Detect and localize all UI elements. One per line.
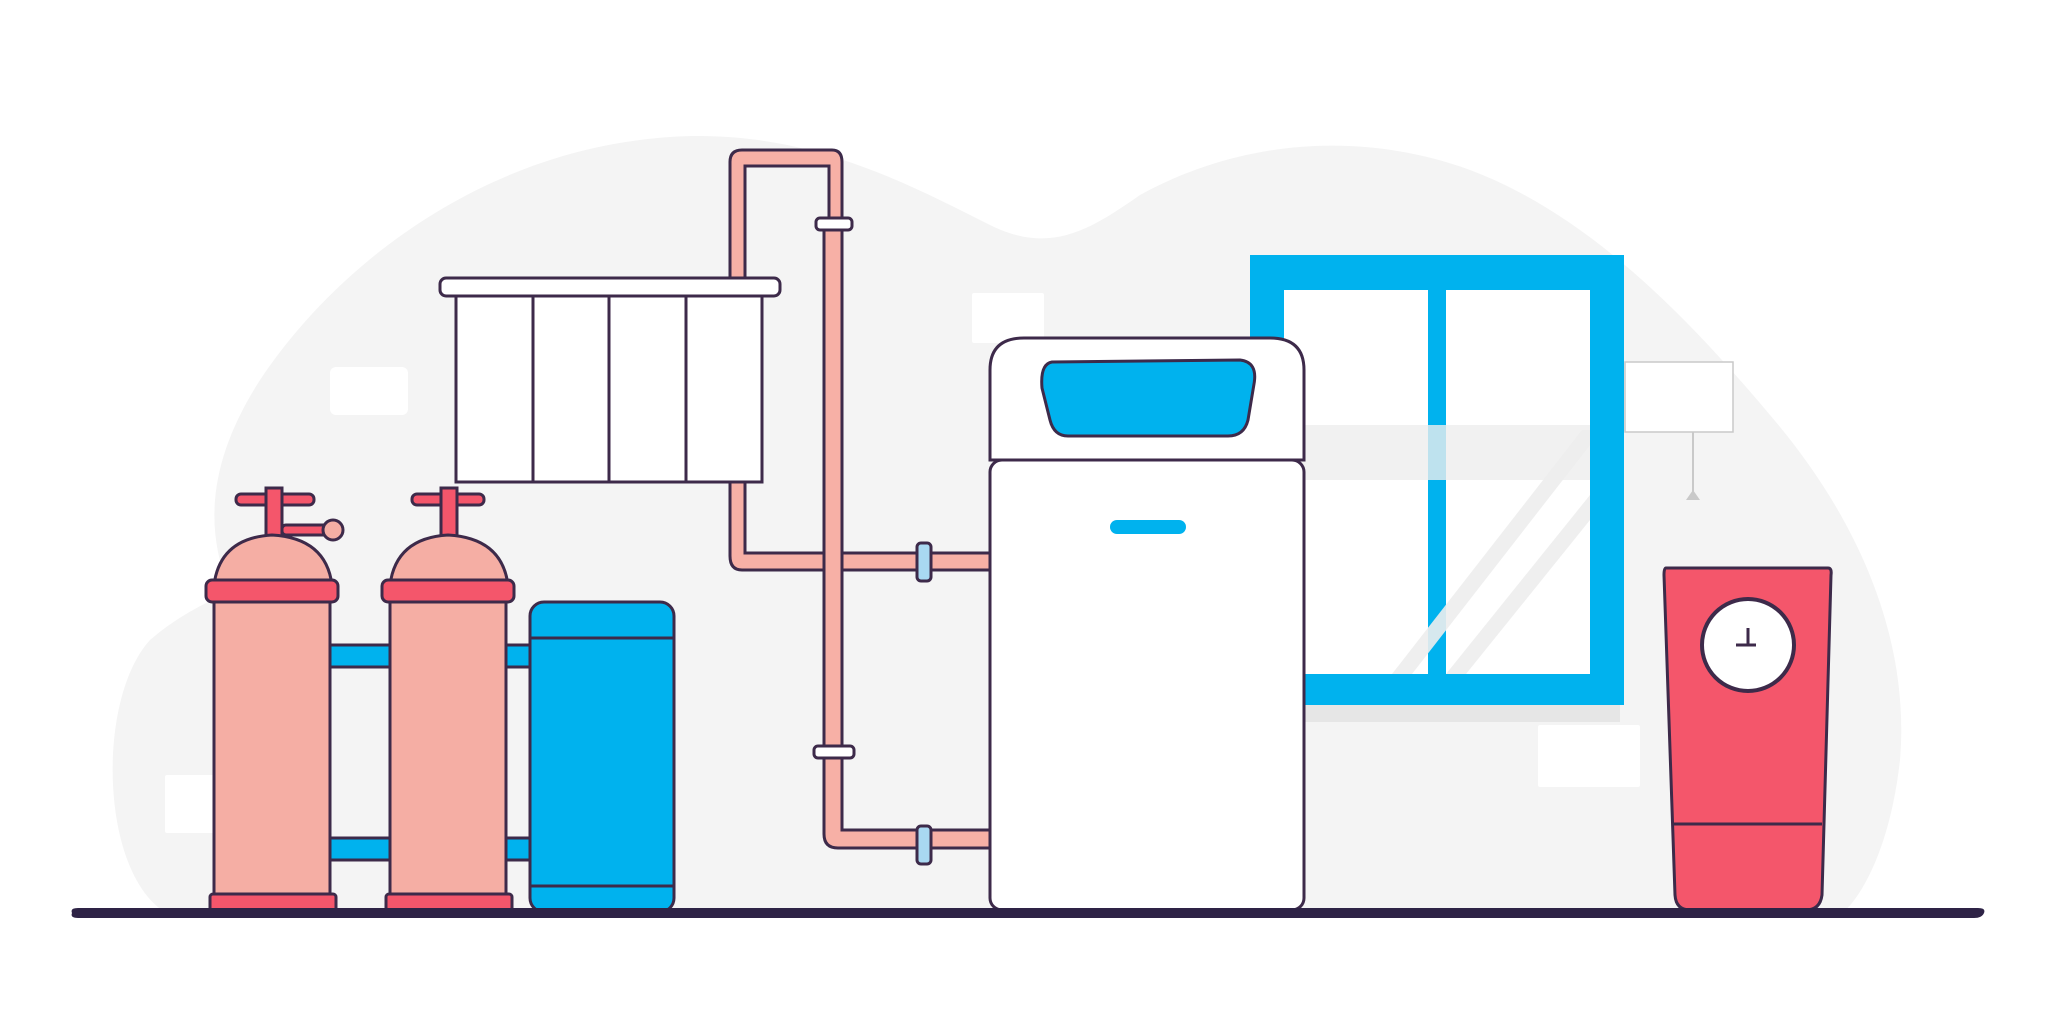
water-tank-icon [528, 600, 676, 914]
pipe-vertical [822, 224, 992, 850]
radiator-icon [438, 276, 782, 484]
boiler-display [1040, 358, 1257, 438]
ground-line [71, 908, 1985, 918]
gas-cylinder-icon [204, 486, 345, 914]
wall-sign [1624, 361, 1734, 500]
gas-meter-icon [1662, 566, 1833, 912]
brick [165, 775, 225, 833]
pipe-radiator-return [728, 478, 992, 572]
pipe-collar [814, 216, 854, 232]
window-icon [1250, 255, 1624, 722]
window-pane-left [1284, 290, 1428, 674]
pipe-collar [812, 744, 856, 760]
boiler-icon [988, 336, 1306, 912]
brick [1538, 725, 1640, 787]
gas-cylinder-icon [380, 486, 516, 914]
window-glare [1290, 425, 1590, 480]
window-pane-right [1446, 290, 1590, 674]
radiator-top-bar [438, 276, 782, 298]
pipe-coupling [915, 824, 933, 866]
boiler-slot [1110, 520, 1186, 534]
pipe-coupling [915, 541, 933, 583]
brick [330, 367, 408, 415]
brick [972, 293, 1044, 343]
window-shadow [1300, 700, 1620, 722]
